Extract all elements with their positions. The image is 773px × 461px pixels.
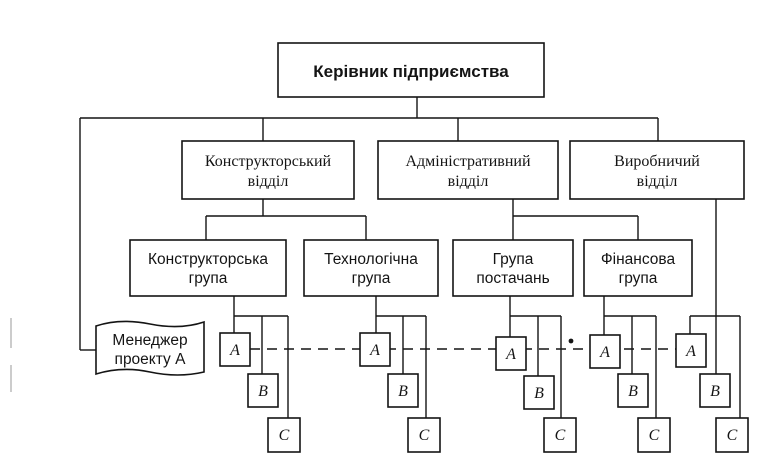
department-admin-line1: Адміністративний <box>405 153 530 170</box>
department-box-design: Конструкторський відділ <box>181 140 355 200</box>
connectors <box>79 97 741 418</box>
department-production-line2: відділ <box>637 173 678 190</box>
staff-label-b: B <box>710 383 720 400</box>
group-box-design: Конструкторська група <box>129 239 287 297</box>
department-design-line1: Конструкторський <box>205 153 332 170</box>
group-technology-line2: група <box>352 270 391 287</box>
department-box-admin: Адміністративний відділ <box>377 140 559 200</box>
top-manager-label: Керівник підприємства <box>313 62 509 81</box>
project-manager-box: Менеджер проекту A <box>95 320 205 376</box>
ink-dot <box>568 338 574 344</box>
staff-cluster-1: A B C <box>219 332 301 453</box>
staff-label-c: C <box>649 427 660 444</box>
staff-label-c: C <box>419 427 430 444</box>
group-design-line2: група <box>189 270 228 287</box>
group-finance-line2: група <box>619 270 658 287</box>
staff-label-c: C <box>727 427 738 444</box>
staff-label-a: A <box>685 343 696 360</box>
staff-cluster-4: A B C <box>589 334 671 453</box>
staff-label-c: C <box>279 427 290 444</box>
group-design-line1: Конструкторська <box>148 251 268 268</box>
project-manager-line2: проекту A <box>115 351 187 368</box>
group-supply-line1: Група <box>493 251 534 268</box>
group-box-technology: Технологічна група <box>303 239 439 297</box>
project-manager-line1: Менеджер <box>112 332 187 349</box>
group-box-supply: Група постачань <box>452 239 574 297</box>
group-supply-line2: постачань <box>476 270 549 287</box>
staff-label-a: A <box>229 342 240 359</box>
staff-cluster-2: A B C <box>359 332 441 453</box>
group-box-finance: Фінансова група <box>583 239 693 297</box>
staff-label-b: B <box>398 383 408 400</box>
department-design-line2: відділ <box>248 173 289 190</box>
staff-label-c: C <box>555 427 566 444</box>
staff-label-b: B <box>258 383 268 400</box>
top-manager-box: Керівник підприємства <box>277 42 545 98</box>
staff-label-a: A <box>369 342 380 359</box>
group-technology-line1: Технологічна <box>324 251 418 268</box>
group-finance-line1: Фінансова <box>601 251 676 268</box>
staff-label-a: A <box>505 346 516 363</box>
staff-cluster-3: A B C <box>495 336 577 453</box>
staff-label-b: B <box>628 383 638 400</box>
department-box-production: Виробничий відділ <box>569 140 745 200</box>
department-production-line1: Виробничий <box>614 153 700 170</box>
department-admin-line2: відділ <box>448 173 489 190</box>
staff-cluster-5: A B C <box>675 333 749 453</box>
staff-label-b: B <box>534 385 544 402</box>
staff-label-a: A <box>599 344 610 361</box>
